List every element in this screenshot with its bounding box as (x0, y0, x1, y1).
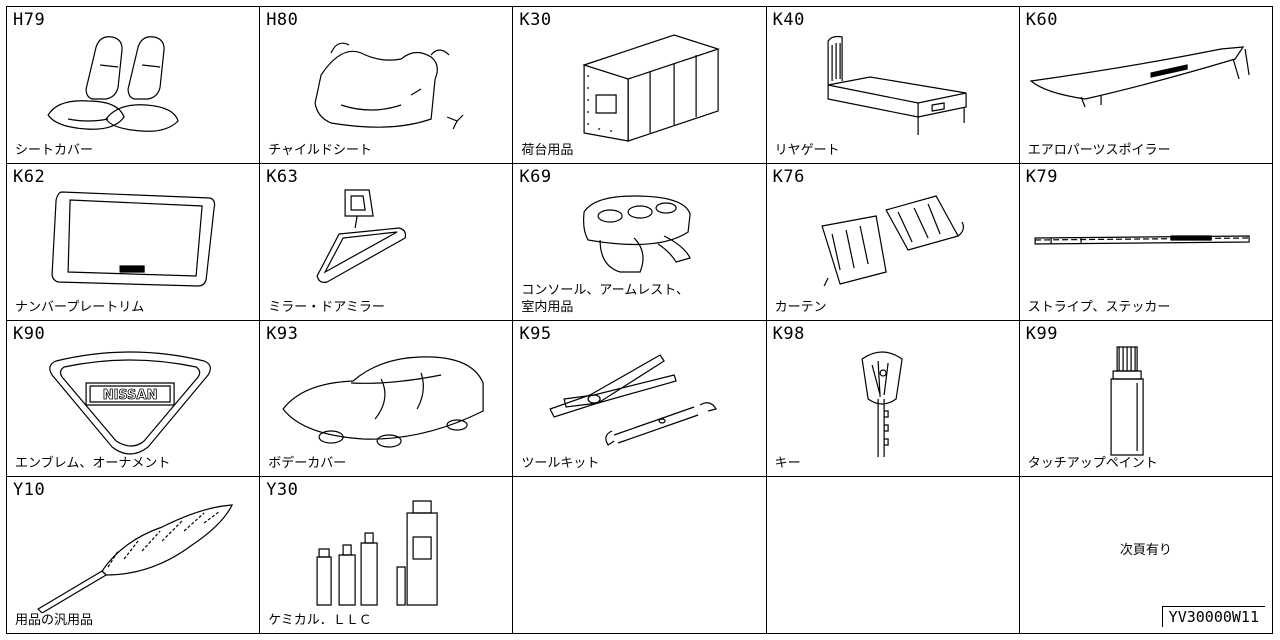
category-cell-k30[interactable]: K30 荷台用品 (513, 7, 767, 164)
next-page-cell[interactable]: 次頁有り YV30000W11 (1019, 477, 1273, 634)
category-code: K99 (1025, 323, 1059, 344)
cargo-cover-icon (513, 25, 765, 143)
child-seat-icon (260, 25, 512, 143)
category-cell-h80[interactable]: H80 チャイルドシート (260, 7, 514, 164)
next-page-note: 次頁有り (1119, 543, 1172, 559)
category-code: Y30 (266, 480, 299, 501)
category-label: ストライプ、ステッカー (1027, 299, 1171, 315)
category-label: シートカバー (15, 142, 94, 158)
category-cell-k99[interactable]: K99 タッチアップペイント (1019, 320, 1273, 478)
category-code: Y10 (13, 480, 46, 501)
figure-id: YV30000W11 (1161, 606, 1265, 627)
category-code: K30 (519, 10, 552, 30)
category-cell-y30[interactable]: Y30 ケミカル．ＬＬＣ (260, 477, 514, 634)
category-label: エアロパーツスポイラー (1027, 142, 1171, 158)
category-code: K62 (13, 166, 46, 187)
category-cell-k62[interactable]: K62 ナンバープレートリム (7, 163, 261, 321)
category-label: 用品の汎用品 (15, 613, 94, 628)
category-label: ミラー・ドアミラー (268, 299, 385, 315)
key-icon (767, 339, 1019, 457)
curtain-icon (767, 182, 1019, 300)
category-cell-h79[interactable]: H79 シートカバー (7, 7, 261, 164)
emblem-text: NISSAN (103, 388, 158, 403)
stripe-icon (1020, 182, 1272, 300)
category-cell-y10[interactable]: Y10 用品の汎用品 (7, 477, 261, 634)
category-cell-k60[interactable]: K60 エアロパーツスポイラー (1019, 7, 1273, 164)
category-code: H79 (13, 10, 46, 30)
rear-gate-icon (767, 25, 1019, 143)
category-label: エンブレム、オーナメント (15, 456, 171, 472)
category-label: ケミカル．ＬＬＣ (268, 613, 372, 628)
tool-kit-icon (513, 339, 765, 457)
category-label: コンソール、アームレスト、 室内用品 (521, 282, 689, 315)
category-cell-k79[interactable]: K79 ストライプ、ステッカー (1019, 163, 1273, 321)
category-code: K40 (772, 10, 805, 30)
duster-icon (7, 495, 259, 613)
touch-up-paint-icon (1020, 339, 1272, 457)
category-code: K79 (1025, 166, 1059, 187)
category-label: リヤゲート (774, 142, 840, 158)
category-cell-k40[interactable]: K40 リヤゲート (766, 7, 1020, 164)
emblem-icon: NISSAN (7, 339, 259, 457)
category-code: K76 (772, 166, 805, 187)
mirror-icon (260, 182, 512, 300)
console-icon (513, 182, 765, 300)
category-cell-k63[interactable]: K63 ミラー・ドアミラー (260, 163, 514, 321)
category-code: K93 (266, 323, 299, 344)
category-code: K90 (13, 323, 46, 344)
chemical-bottles-icon (260, 495, 512, 613)
empty-cell (513, 477, 767, 634)
category-label: カーテン (774, 299, 827, 315)
category-label: タッチアップペイント (1027, 456, 1158, 472)
category-code: K69 (519, 166, 552, 187)
body-cover-icon (260, 339, 512, 457)
category-cell-k93[interactable]: K93 ボデーカバー (260, 320, 514, 478)
empty-cell (766, 477, 1020, 634)
category-cell-k95[interactable]: K95 ツールキット (513, 320, 767, 478)
category-cell-k69[interactable]: K69 コンソール、アームレスト、 室内用品 (513, 163, 767, 321)
category-label: ツールキット (521, 456, 600, 472)
category-cell-k90[interactable]: K90 NISSAN エンブレム、オーナメント (7, 320, 261, 478)
category-code: K63 (266, 166, 299, 187)
category-label: キー (774, 456, 801, 472)
spoiler-icon (1020, 25, 1272, 143)
category-cell-k98[interactable]: K98 キー (766, 320, 1020, 478)
category-cell-k76[interactable]: K76 カーテン (766, 163, 1020, 321)
category-code: K95 (519, 323, 552, 344)
category-code: K98 (772, 323, 805, 344)
category-label: ボデーカバー (268, 456, 347, 472)
category-label: 荷台用品 (521, 142, 574, 158)
category-label: ナンバープレートリム (15, 299, 145, 315)
category-label: チャイルドシート (268, 142, 373, 158)
category-code: H80 (266, 10, 299, 30)
seat-cover-icon (7, 25, 259, 143)
category-code: K60 (1025, 10, 1059, 30)
plate-rim-icon (7, 182, 259, 300)
parts-index-grid: H79 シートカバー H80 チャイルドシート K30 (6, 6, 1273, 634)
